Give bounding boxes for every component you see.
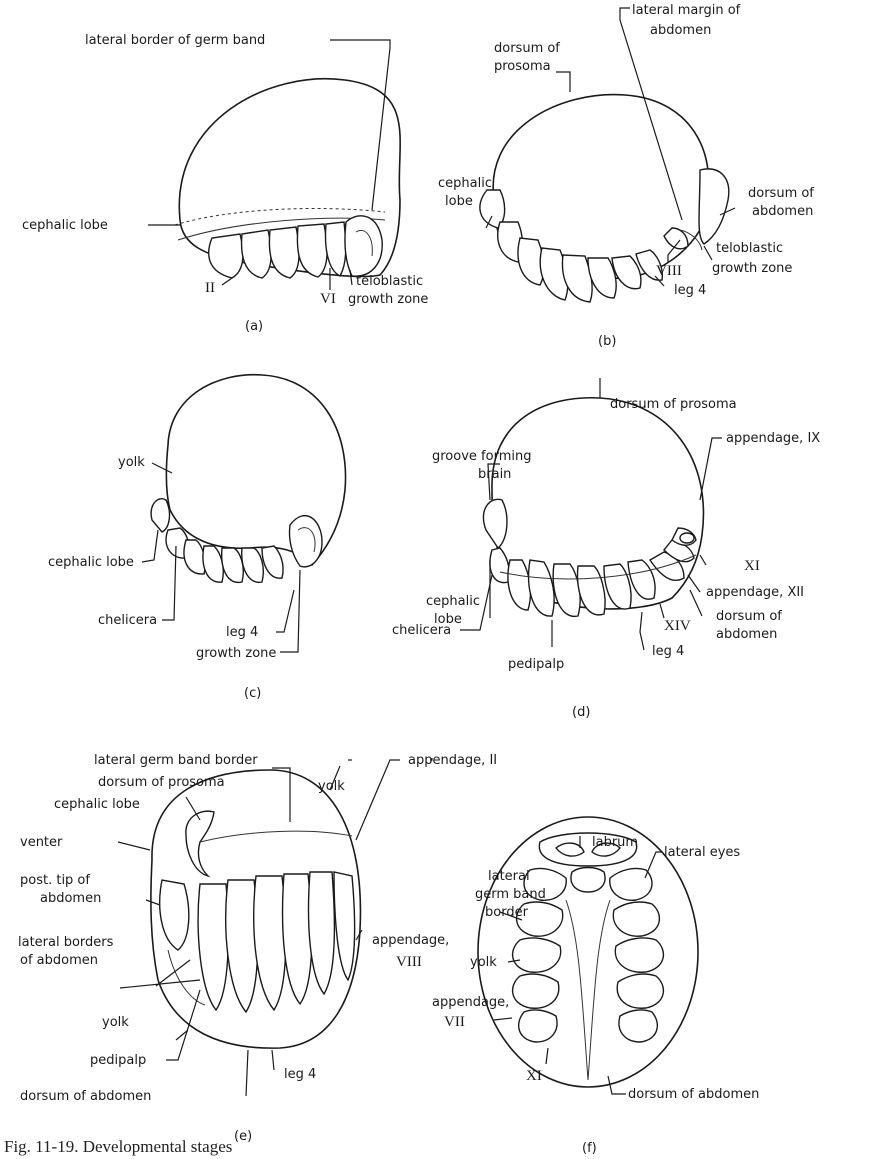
- label-e-venter: venter: [20, 835, 63, 850]
- label-b-dorsum-abdomen-2: abdomen: [752, 204, 813, 219]
- label-e-dorsum-prosoma: dorsum of prosoma: [98, 775, 225, 790]
- label-d-cephalic-1: cephalic: [426, 594, 480, 609]
- label-c-yolk: yolk: [118, 455, 145, 470]
- panel-a-tag: (a): [245, 319, 263, 334]
- label-f-yolk: yolk: [470, 955, 497, 970]
- label-d-pedipalp: pedipalp: [508, 657, 564, 672]
- panel-b: lateral margin of abdomen dorsum of pros…: [438, 3, 814, 349]
- label-d-dorsum-prosoma: dorsum of prosoma: [610, 397, 737, 412]
- label-d-appendage-ix: appendage, IX: [726, 431, 820, 446]
- label-b-lateral-margin-2: abdomen: [650, 23, 711, 38]
- label-e-dorsum-abdomen: dorsum of abdomen: [20, 1089, 151, 1104]
- label-f-lateral-germ-3: border: [485, 905, 529, 920]
- panel-e: lateral germ band border dorsum of proso…: [18, 753, 497, 1144]
- label-e-lateral-borders-1: lateral borders: [18, 935, 114, 950]
- label-b-dorsum-prosoma-1: dorsum of: [494, 41, 560, 56]
- label-d-dorsum-abdomen-1: dorsum of: [716, 609, 782, 624]
- label-e-appendage-viii-1: appendage,: [372, 933, 449, 948]
- label-d-chelicera: chelicera: [392, 623, 451, 638]
- label-b-dorsum-prosoma-2: prosoma: [494, 59, 551, 74]
- label-a-teloblastic-2: growth zone: [348, 292, 428, 307]
- panel-e-tag: (e): [234, 1129, 252, 1144]
- panel-c-tag: (c): [244, 686, 261, 701]
- label-d-xiv: XIV: [664, 618, 691, 634]
- label-b-teloblastic-2: growth zone: [712, 261, 792, 276]
- label-a-vi: VI: [320, 291, 336, 307]
- label-c-growth-zone: growth zone: [196, 646, 276, 661]
- label-e-yolk-bottom: yolk: [102, 1015, 129, 1030]
- label-e-appendage-ii: appendage, II: [408, 753, 497, 768]
- label-b-leg4: leg 4: [674, 283, 706, 298]
- label-f-xi: XI: [526, 1068, 542, 1084]
- label-b-dorsum-abdomen-1: dorsum of: [748, 186, 814, 201]
- figure-caption: Fig. 11-19. Developmental stages: [4, 1137, 232, 1156]
- label-a-lateral-border: lateral border of germ band: [85, 33, 265, 48]
- panel-d-tag: (d): [572, 705, 590, 720]
- label-d-xi: XI: [744, 558, 760, 574]
- label-e-lateral-germ: lateral germ band border: [94, 753, 258, 768]
- panel-f-tag: (f): [582, 1141, 597, 1156]
- label-f-labrum: labrum: [592, 835, 638, 850]
- label-e-yolk-top: yolk: [318, 779, 345, 794]
- label-b-viii: VIII: [656, 263, 682, 279]
- label-d-leg4: leg 4: [652, 644, 684, 659]
- panel-d: groove forming brain dorsum of prosoma a…: [392, 378, 820, 720]
- label-c-leg4: leg 4: [226, 625, 258, 640]
- panel-a: lateral border of germ band cephalic lob…: [22, 33, 428, 334]
- label-c-chelicera: chelicera: [98, 613, 157, 628]
- label-f-lateral-germ-2: germ band: [475, 887, 546, 902]
- label-e-pedipalp: pedipalp: [90, 1053, 146, 1068]
- label-f-appendage-vii-1: appendage,: [432, 995, 509, 1010]
- label-e-post-tip-2: abdomen: [40, 891, 101, 906]
- label-b-cephalic-2: lobe: [445, 194, 473, 209]
- label-f-dorsum-abdomen: dorsum of abdomen: [628, 1087, 759, 1102]
- label-b-lateral-margin-1: lateral margin of: [632, 3, 741, 18]
- label-d-groove-1: groove forming: [432, 449, 531, 464]
- label-e-lateral-borders-2: of abdomen: [20, 953, 98, 968]
- label-f-lateral-germ-1: lateral: [488, 869, 530, 884]
- label-a-ii: II: [205, 280, 215, 296]
- panel-f: labrum lateral eyes lateral germ band bo…: [432, 817, 759, 1156]
- label-e-post-tip-1: post. tip of: [20, 873, 90, 888]
- label-d-groove-2: brain: [478, 467, 511, 482]
- panel-b-tag: (b): [598, 334, 616, 349]
- label-a-teloblastic-1: teloblastic: [356, 274, 423, 289]
- label-e-leg4: leg 4: [284, 1067, 316, 1082]
- label-e-cephalic-lobe: cephalic lobe: [54, 797, 140, 812]
- label-b-cephalic-1: cephalic: [438, 176, 492, 191]
- label-c-cephalic-lobe: cephalic lobe: [48, 555, 134, 570]
- panel-c: yolk cephalic lobe chelicera leg 4 growt…: [48, 375, 346, 701]
- label-b-teloblastic-1: teloblastic: [716, 241, 783, 256]
- label-d-dorsum-abdomen-2: abdomen: [716, 627, 777, 642]
- label-f-lateral-eyes: lateral eyes: [664, 845, 740, 860]
- label-d-appendage-xii: appendage, XII: [706, 585, 804, 600]
- label-e-appendage-viii-2: VIII: [396, 954, 422, 970]
- label-a-cephalic-lobe: cephalic lobe: [22, 218, 108, 233]
- label-f-appendage-vii-2: VII: [444, 1014, 465, 1030]
